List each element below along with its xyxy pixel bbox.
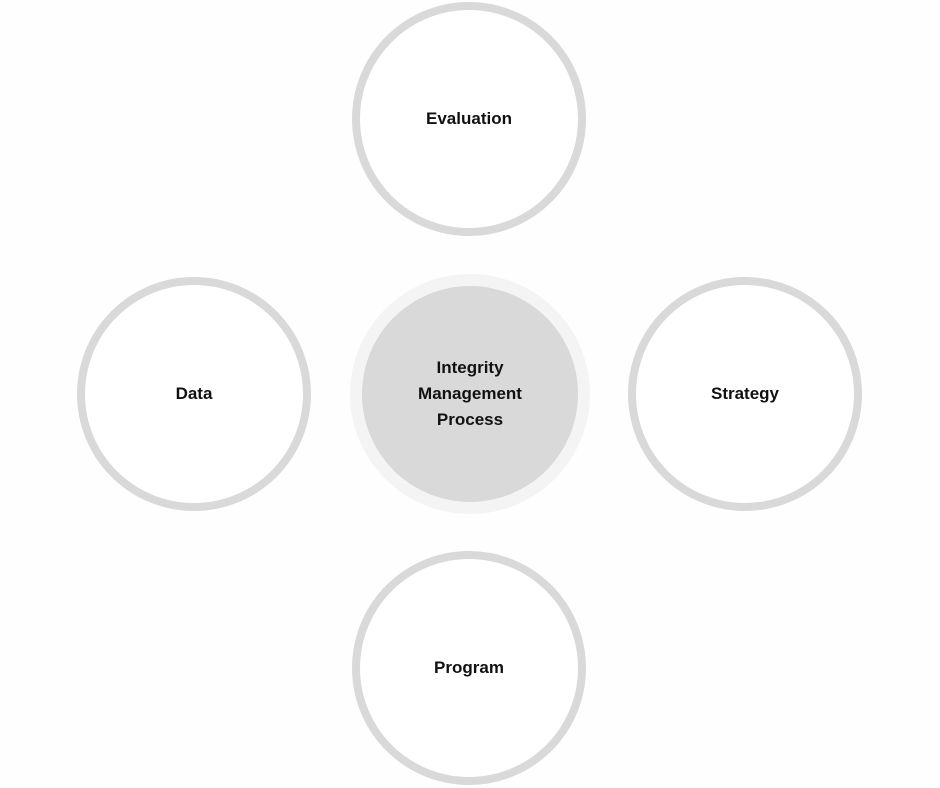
node-strategy-label: Strategy — [710, 384, 780, 403]
node-evaluation: Evaluation — [352, 2, 586, 236]
center-node-label: Integrity Management Process — [395, 355, 545, 433]
node-data: Data — [77, 277, 311, 511]
center-label-line-3: Process — [436, 410, 504, 429]
center-node-integrity-management-process: Integrity Management Process — [362, 286, 578, 502]
node-evaluation-label: Evaluation — [426, 109, 512, 128]
node-program-label: Program — [434, 658, 504, 677]
node-strategy: Strategy — [628, 277, 862, 511]
center-label-line-2: Management — [418, 384, 522, 403]
node-data-label: Data — [175, 384, 213, 403]
node-program: Program — [352, 551, 586, 785]
center-label-line-1: Integrity — [436, 358, 504, 377]
